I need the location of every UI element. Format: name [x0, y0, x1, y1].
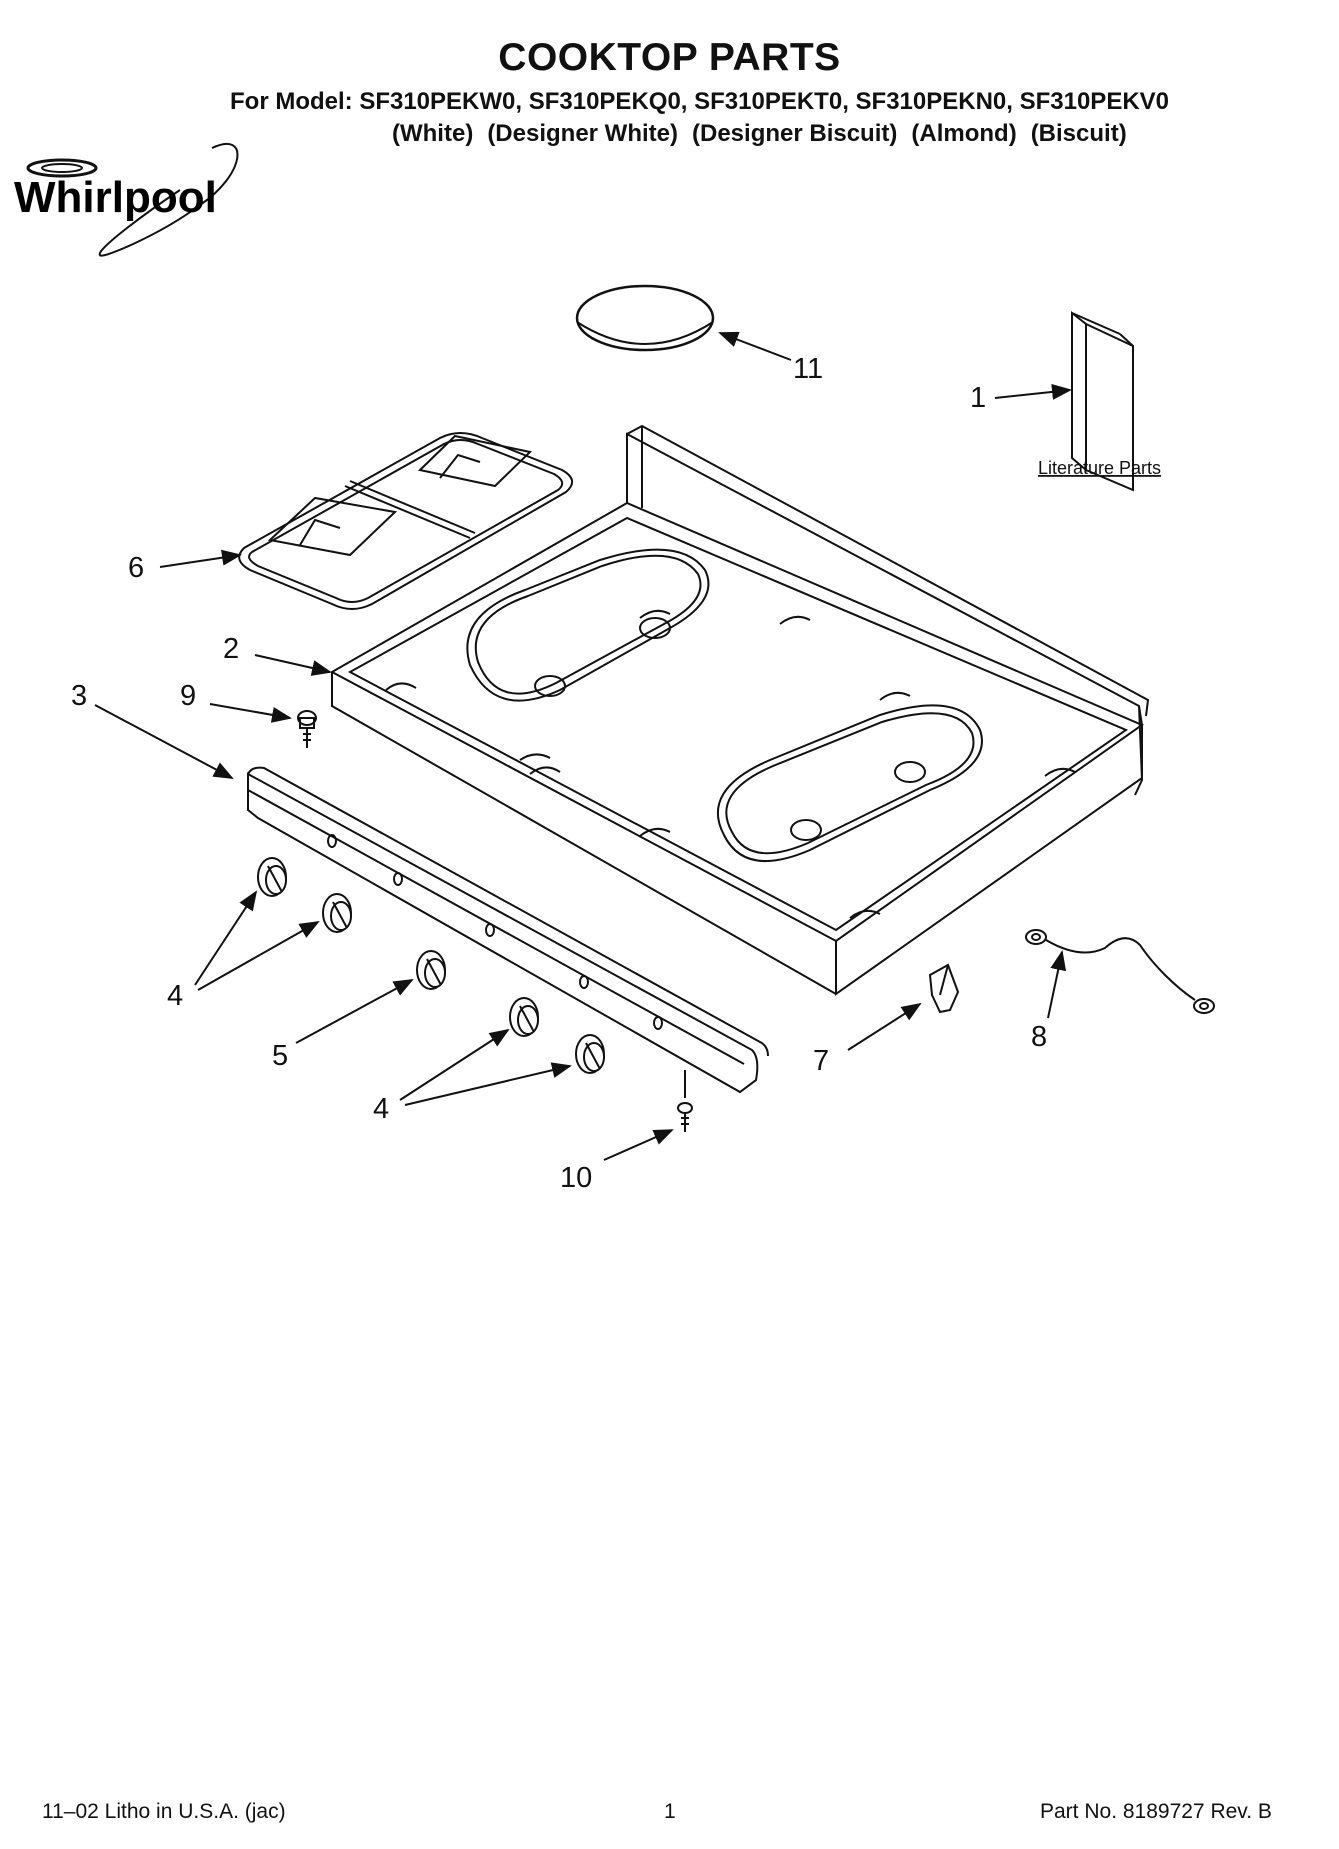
- callout-1: 1: [970, 382, 986, 414]
- burner-cap: [575, 284, 715, 352]
- color-label: (Biscuit): [1030, 120, 1127, 147]
- footer-page-number: 1: [664, 1800, 676, 1823]
- callout-numbers: 11 1 6 2 3 9 4 5 4 10 7 8: [71, 353, 1047, 1194]
- logo-wordmark: Whirlpool: [14, 173, 217, 222]
- knob-4c: [509, 997, 539, 1037]
- cooktop-main-top: [329, 424, 1150, 996]
- callout-7: 7: [813, 1045, 829, 1077]
- callout-3: 3: [71, 680, 87, 712]
- callout-2: 2: [223, 633, 239, 665]
- control-panel-strip: [247, 766, 769, 1094]
- color-list: (White) (Designer White) (Designer Biscuit…: [392, 120, 1141, 148]
- callout-leaders: [94, 331, 1072, 1161]
- literature-book: [1071, 310, 1134, 492]
- ground-wire: [1025, 929, 1215, 1014]
- color-label: (White): [392, 120, 474, 147]
- page-title: COOKTOP PARTS: [498, 36, 841, 79]
- callout-4-left: 4: [167, 980, 183, 1012]
- color-label: (Designer Biscuit): [692, 120, 898, 147]
- whirlpool-logo: Whirlpool: [14, 142, 239, 257]
- callout-6: 6: [128, 552, 144, 584]
- callout-9: 9: [180, 680, 196, 712]
- model-list: For Model: SF310PEKW0, SF310PEKQ0, SF310…: [230, 88, 1170, 115]
- knob-4a: [257, 857, 287, 897]
- callout-8: 8: [1031, 1021, 1047, 1053]
- callout-4-bottom: 4: [373, 1093, 389, 1125]
- callout-10: 10: [560, 1162, 592, 1194]
- literature-parts-label: Literature Parts: [1038, 458, 1161, 478]
- color-label: (Designer White): [487, 120, 678, 147]
- knob-4b: [322, 893, 352, 933]
- knob-4d: [575, 1034, 605, 1074]
- clip-bracket: [928, 963, 960, 1014]
- callout-11: 11: [793, 353, 823, 385]
- burner-grate: [238, 432, 573, 610]
- screw-9: [297, 710, 317, 748]
- screw-10: [677, 1070, 693, 1132]
- footer-part-number: Part No. 8189727 Rev. B: [1040, 1800, 1272, 1823]
- callout-5: 5: [272, 1040, 288, 1072]
- footer-litho: 11–02 Litho in U.S.A. (jac): [42, 1800, 286, 1823]
- color-label: (Almond): [911, 120, 1017, 147]
- knob-5: [416, 950, 446, 990]
